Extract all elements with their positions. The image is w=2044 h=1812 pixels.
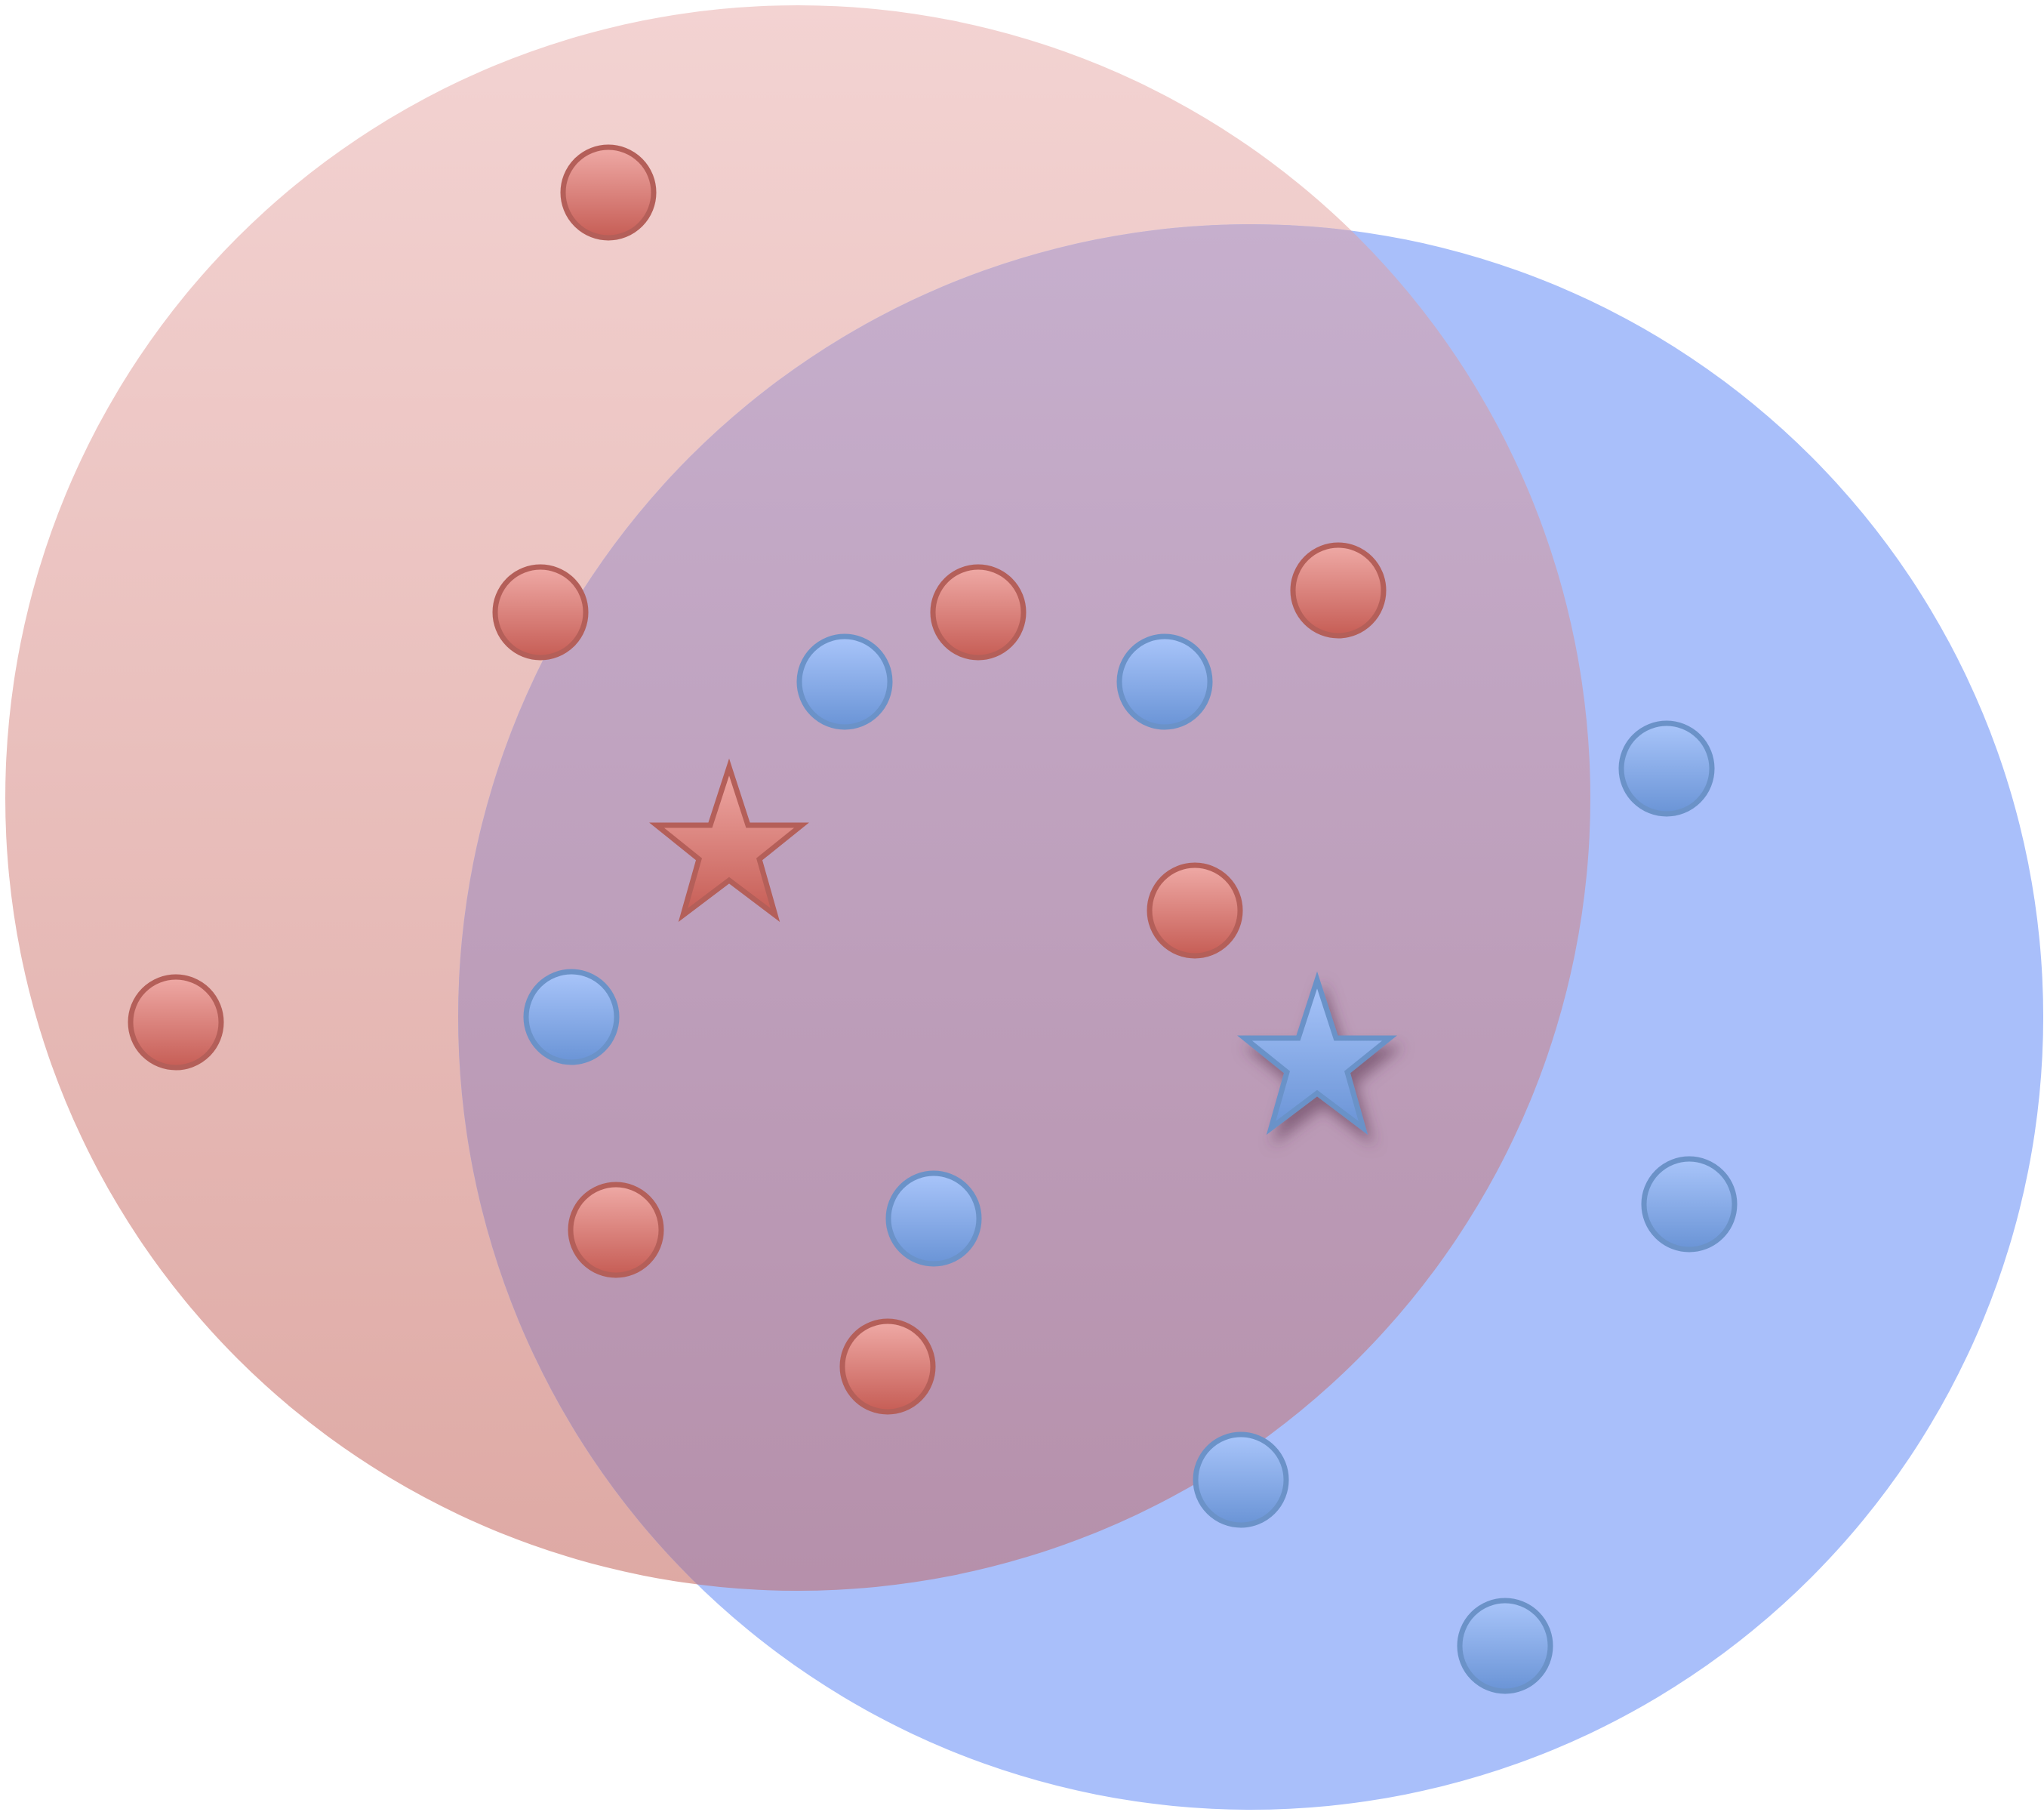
red-point: [1290, 542, 1387, 639]
red-point: [930, 564, 1027, 661]
overlap-region: [458, 224, 1590, 1591]
red-points: [128, 144, 1387, 1415]
red-point: [568, 1182, 664, 1278]
blue-point: [1116, 633, 1213, 730]
red-star: [649, 758, 809, 923]
blue-point: [523, 969, 620, 1065]
blue-point: [1193, 1431, 1289, 1528]
blue-point: [796, 633, 893, 730]
red-point: [839, 1318, 936, 1415]
blue-point: [1457, 1598, 1553, 1694]
red-point: [492, 564, 589, 661]
blue-star: [1237, 971, 1397, 1136]
red-point: [560, 144, 657, 241]
blue-point: [1641, 1156, 1738, 1253]
blue-point: [885, 1170, 982, 1267]
red-point: [1147, 862, 1243, 959]
red-point: [128, 974, 224, 1071]
blue-point: [1618, 720, 1715, 817]
blue-points: [523, 633, 1738, 1694]
